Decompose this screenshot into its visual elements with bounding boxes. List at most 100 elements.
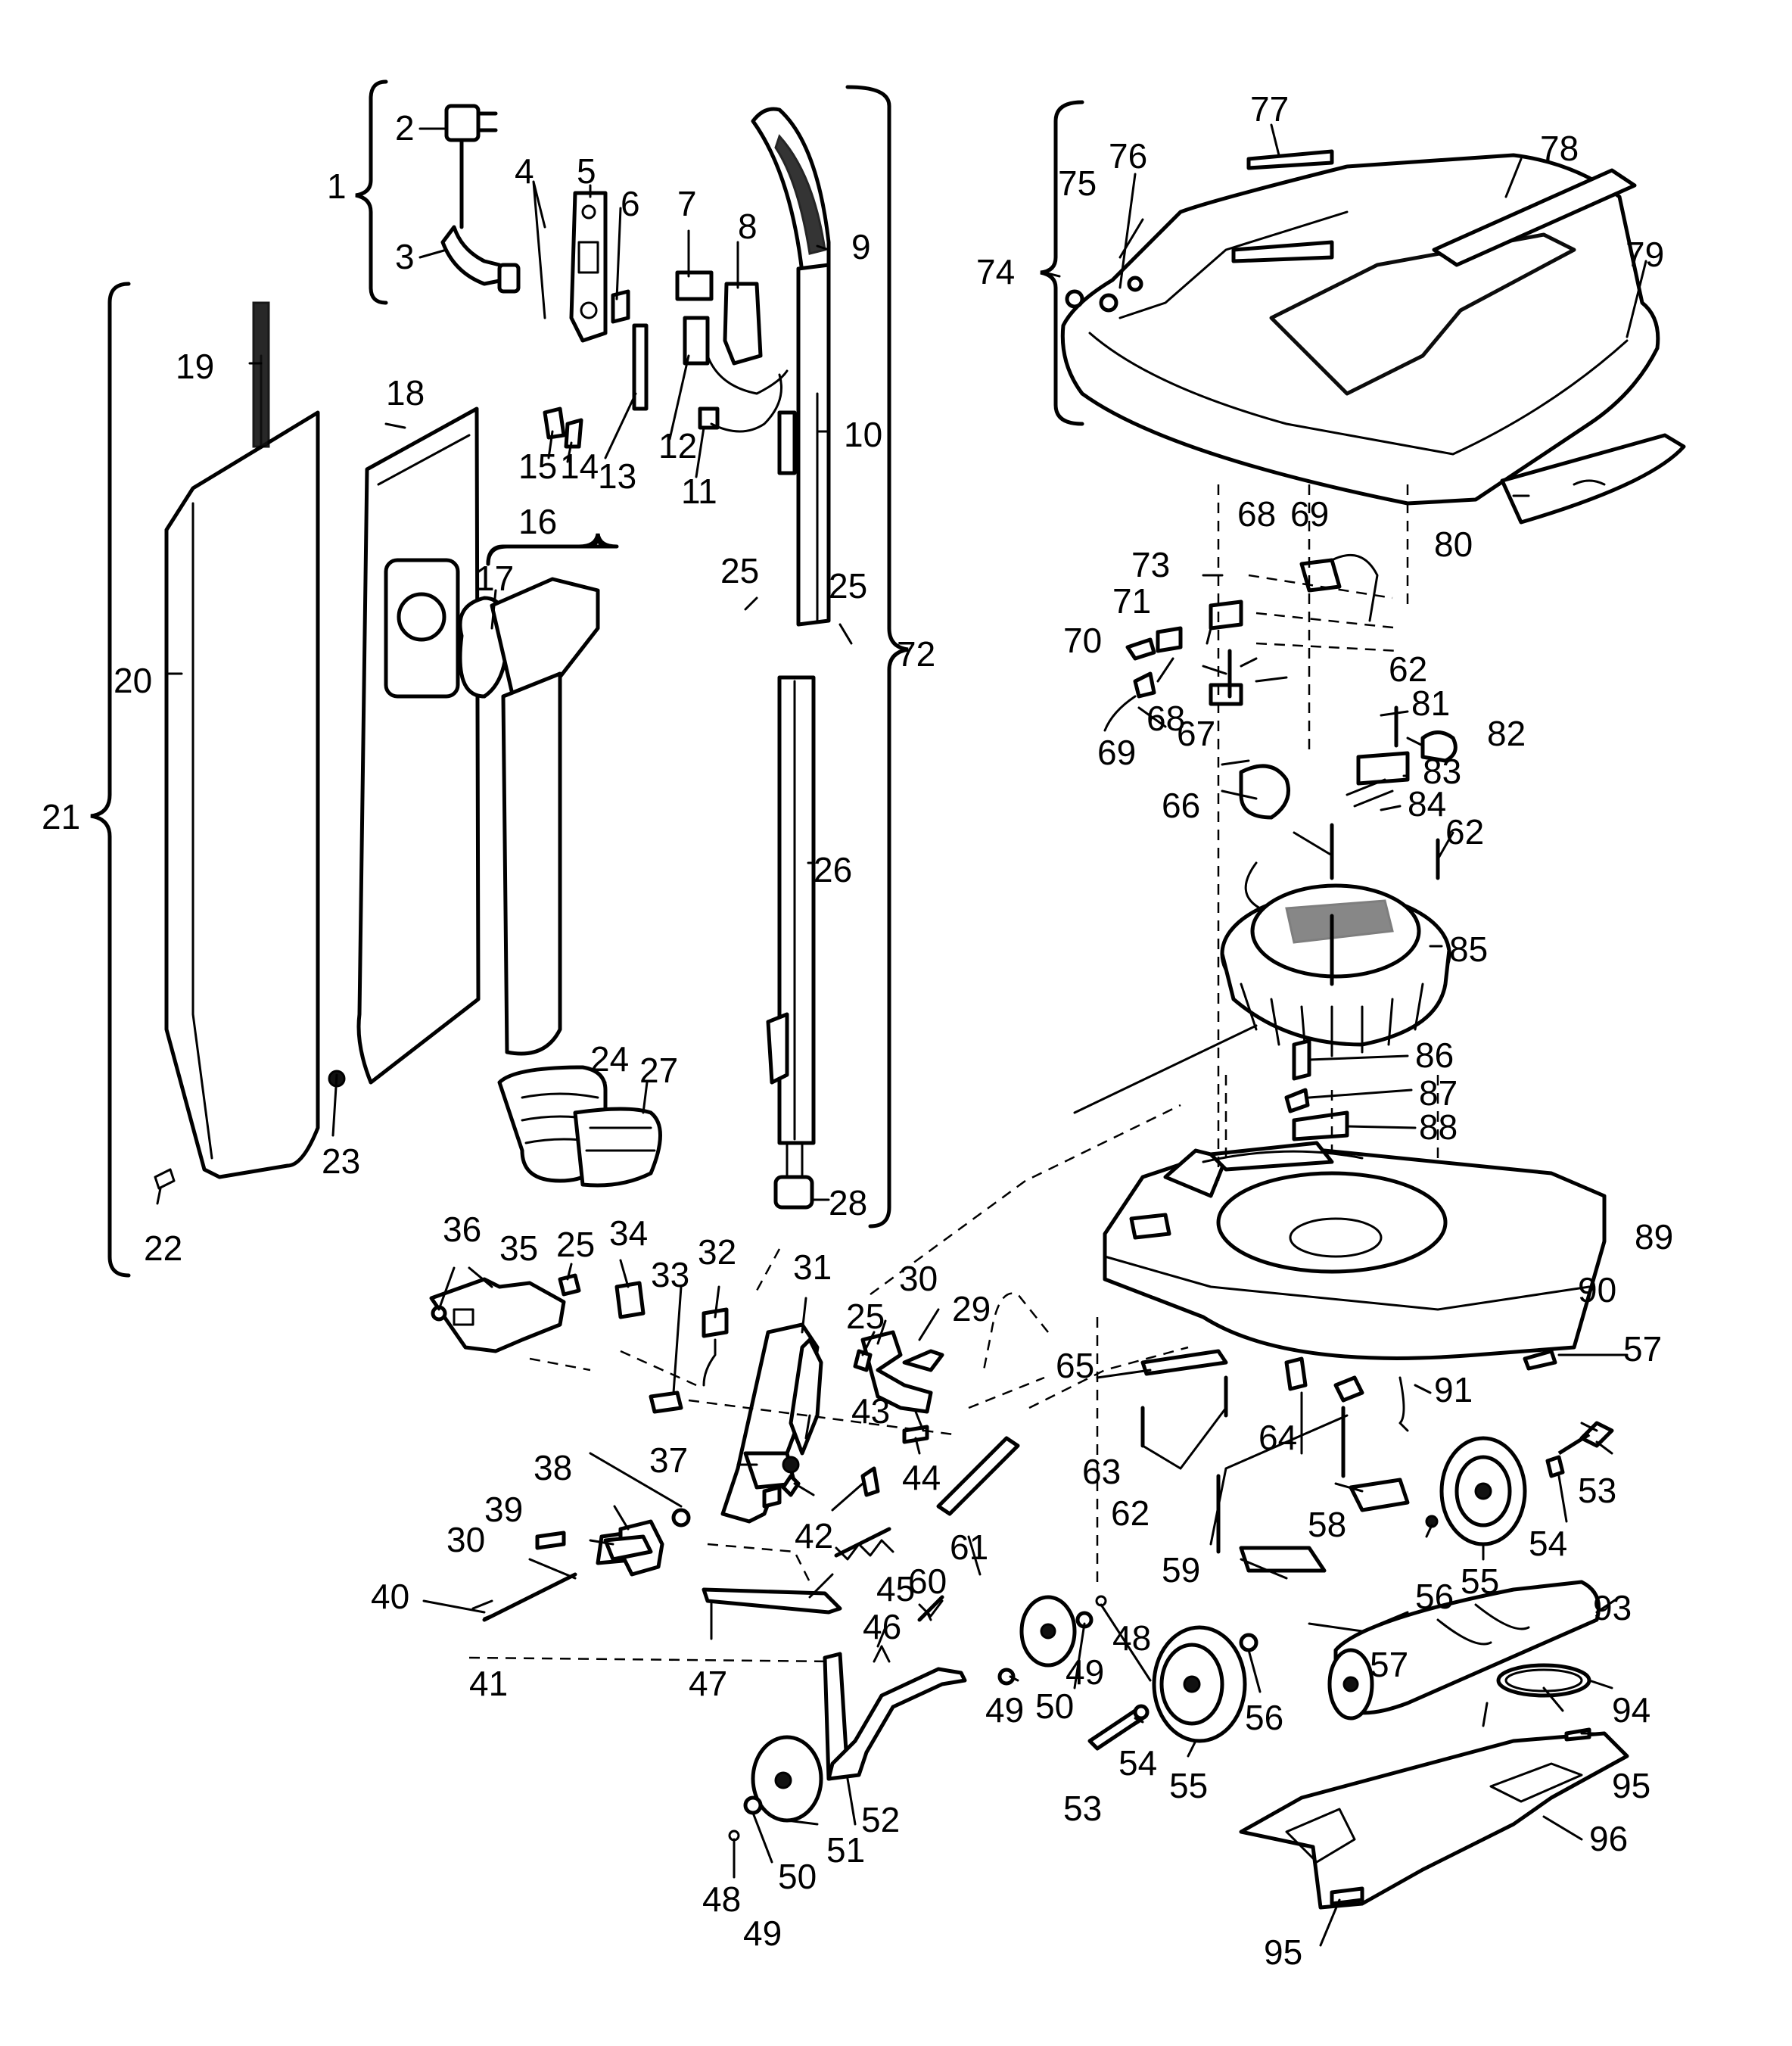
- label-33: 33: [651, 1255, 689, 1294]
- part-33: [649, 1390, 683, 1414]
- label-88: 88: [1419, 1107, 1458, 1147]
- label-79: 79: [1626, 235, 1664, 274]
- label-10: 10: [844, 415, 882, 454]
- switch-plate: [569, 191, 608, 343]
- label-61: 61: [950, 1527, 988, 1567]
- part-32: [702, 1307, 729, 1338]
- label-52: 52: [861, 1800, 900, 1839]
- part-64: [1284, 1356, 1308, 1391]
- nozzle-parts: [429, 1104, 1189, 1842]
- part-34: [614, 1281, 646, 1319]
- part-44: [902, 1425, 929, 1444]
- part-29-30: [860, 1330, 933, 1414]
- label-76: 76: [1109, 136, 1147, 176]
- label-69b: 69: [1097, 733, 1136, 772]
- label-54a: 54: [1529, 1524, 1567, 1563]
- part-88: [1292, 1110, 1349, 1141]
- label-40: 40: [371, 1577, 409, 1616]
- label-49a: 49: [1066, 1652, 1104, 1692]
- label-2: 2: [395, 108, 415, 148]
- handle-end-28: [773, 1175, 814, 1210]
- label-50a: 50: [1035, 1686, 1074, 1726]
- part-42: [860, 1466, 880, 1497]
- label-49c: 49: [743, 1914, 782, 1953]
- fill-tube: [501, 671, 562, 1056]
- label-59: 59: [1162, 1550, 1200, 1590]
- part-12: [683, 316, 710, 366]
- label-27: 27: [639, 1051, 678, 1090]
- label-44: 44: [902, 1458, 941, 1497]
- label-20: 20: [114, 661, 152, 700]
- label-18: 18: [386, 373, 425, 413]
- label-38: 38: [534, 1448, 572, 1487]
- label-58: 58: [1308, 1505, 1346, 1544]
- label-63: 63: [1082, 1452, 1121, 1491]
- handle-assembly: [751, 107, 831, 1210]
- brace-74: [1040, 100, 1084, 426]
- bag-parts: [154, 301, 662, 1190]
- label-26: 26: [814, 850, 852, 889]
- switch-7: [675, 270, 714, 301]
- label-13: 13: [598, 456, 636, 496]
- label-83: 83: [1423, 752, 1461, 791]
- brace-1: [355, 79, 388, 305]
- label-1: 1: [327, 167, 347, 206]
- part-13: [632, 323, 649, 411]
- label-85: 85: [1449, 930, 1488, 969]
- plug: [444, 104, 481, 142]
- upper-handle-tube: [796, 263, 831, 627]
- label-47: 47: [689, 1664, 727, 1703]
- base: [1096, 484, 1607, 1590]
- part-59: [1239, 1546, 1327, 1573]
- part-83: [1356, 751, 1410, 786]
- brace-21: [90, 282, 131, 1278]
- label-72: 72: [897, 634, 935, 674]
- label-91: 91: [1434, 1370, 1473, 1409]
- part-15: [543, 406, 566, 440]
- label-19: 19: [176, 347, 214, 386]
- label-34: 34: [609, 1213, 648, 1253]
- label-67: 67: [1177, 714, 1215, 753]
- brace-72: [845, 85, 909, 1229]
- label-23: 23: [322, 1141, 360, 1181]
- part-number-labels: 1 2 3 4 5 6 7 8 9 10 11 12 13 14 15 16 1…: [42, 89, 1673, 1972]
- part-65: [1140, 1349, 1228, 1376]
- label-17: 17: [475, 559, 514, 598]
- label-64: 64: [1258, 1418, 1297, 1457]
- label-39: 39: [484, 1490, 523, 1529]
- label-22: 22: [144, 1229, 182, 1268]
- label-95a: 95: [1612, 1766, 1650, 1805]
- label-68b: 68: [1146, 699, 1185, 738]
- switch-8: [723, 282, 763, 366]
- label-93: 93: [1593, 1588, 1632, 1627]
- leader-lines: [156, 123, 1647, 1947]
- label-36: 36: [443, 1210, 481, 1249]
- label-45: 45: [876, 1569, 915, 1608]
- label-57b: 57: [1370, 1645, 1408, 1684]
- label-43: 43: [851, 1391, 890, 1431]
- label-30a: 30: [899, 1259, 938, 1298]
- label-50b: 50: [778, 1857, 817, 1896]
- label-94: 94: [1612, 1690, 1650, 1730]
- lower-base-parts: [997, 1349, 1629, 1910]
- label-30b: 30: [446, 1520, 485, 1559]
- label-3: 3: [395, 237, 415, 276]
- label-25c: 25: [556, 1225, 595, 1264]
- part-47: [702, 1587, 842, 1615]
- label-51: 51: [826, 1830, 865, 1870]
- label-65: 65: [1056, 1346, 1094, 1385]
- part-35: [429, 1277, 566, 1353]
- part-14: [564, 418, 583, 449]
- label-21: 21: [42, 797, 80, 836]
- label-12: 12: [658, 426, 697, 466]
- label-4: 4: [515, 151, 534, 191]
- label-60: 60: [908, 1562, 947, 1601]
- label-75: 75: [1058, 163, 1097, 203]
- label-14: 14: [560, 447, 599, 486]
- cord-set: [440, 104, 521, 294]
- label-68a: 68: [1237, 494, 1276, 534]
- outer-bag-20: [164, 410, 320, 1179]
- label-42: 42: [795, 1516, 833, 1556]
- label-89: 89: [1635, 1217, 1673, 1257]
- label-80: 80: [1434, 525, 1473, 564]
